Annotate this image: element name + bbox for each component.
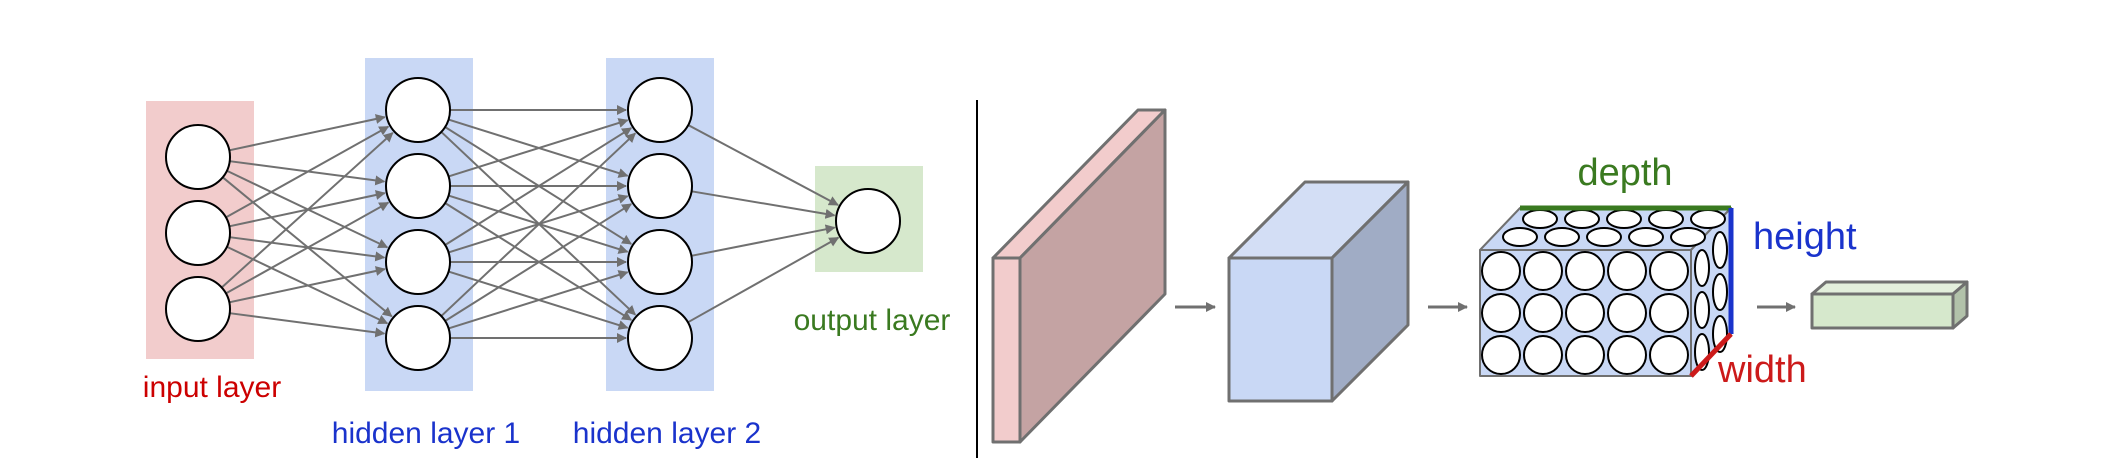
connection-edge	[225, 201, 390, 295]
connection-edge	[687, 236, 840, 324]
output-volume	[1810, 280, 1969, 330]
volume-neuron	[1712, 273, 1728, 311]
hidden-volume	[1227, 180, 1410, 403]
output-volume-top	[1810, 280, 1969, 296]
hidden-1-neuron	[385, 229, 451, 295]
connection-edge	[448, 270, 629, 330]
output-neuron	[835, 188, 901, 254]
volume-neuron	[1607, 251, 1647, 291]
hidden-volume-front	[1227, 256, 1334, 403]
hidden-1-neuron	[385, 305, 451, 371]
volume-neuron	[1628, 227, 1664, 247]
fully-connected-network: input layer hidden layer 1 hidden layer …	[143, 58, 951, 450]
hidden-2-neuron	[627, 229, 693, 295]
volume-neuron	[1522, 209, 1558, 229]
hidden-1-neuron	[385, 77, 451, 143]
connection-edge	[444, 127, 633, 246]
output-volume-front	[1810, 292, 1955, 330]
input-layer-label: input layer	[143, 371, 281, 404]
volume-neuron	[1690, 209, 1726, 229]
hidden-2-neuron	[627, 153, 693, 219]
width-edge	[1689, 332, 1733, 378]
input-volume-front	[991, 256, 1022, 444]
hidden-1-neuron	[385, 153, 451, 219]
connection-edge	[440, 132, 636, 317]
connection-edge	[229, 266, 386, 304]
volume-neuron	[1649, 335, 1689, 375]
volume-neuron	[1481, 293, 1521, 333]
neurons	[165, 77, 901, 371]
volume-neuron	[1649, 293, 1689, 333]
connection-edge	[691, 224, 836, 257]
connection-edge	[229, 114, 386, 152]
depth-label: depth	[1577, 152, 1672, 194]
volume-neuron	[1648, 209, 1684, 229]
connection-edge	[444, 203, 633, 322]
volume-neuron	[1670, 227, 1706, 247]
output-layer-label: output layer	[794, 304, 951, 337]
volume-neuron	[1481, 335, 1521, 375]
height-label: height	[1753, 216, 1857, 258]
volume-neuron	[1523, 293, 1563, 333]
volume-neuron	[1649, 251, 1689, 291]
connection-edge	[687, 124, 839, 206]
volume-neuron	[1544, 227, 1580, 247]
connection-edge	[691, 190, 836, 219]
volume-neuron	[1564, 209, 1600, 229]
volume-neuron	[1694, 249, 1710, 287]
volume-neurons	[1481, 209, 1728, 375]
input-neuron	[165, 200, 231, 266]
volume-neuron	[1606, 209, 1642, 229]
volume-neuron	[1565, 293, 1605, 333]
volume-neuron	[1586, 227, 1622, 247]
width-label: width	[1717, 349, 1807, 391]
neuron-volume: depth height width	[1479, 152, 1857, 391]
volume-neuron	[1565, 251, 1605, 291]
input-volume	[991, 108, 1167, 444]
connections	[221, 105, 840, 343]
volume-neuron	[1607, 335, 1647, 375]
hidden-layer-1-label: hidden layer 1	[332, 417, 520, 450]
volume-neuron	[1607, 293, 1647, 333]
input-neuron	[165, 276, 231, 342]
connection-edge	[225, 125, 390, 219]
connection-edge	[221, 132, 394, 289]
volume-neuron	[1523, 251, 1563, 291]
convnet-volumes: depth height width	[991, 108, 1969, 444]
hidden-2-neuron	[627, 77, 693, 143]
volume-neuron	[1502, 227, 1538, 247]
volume-neuron	[1712, 231, 1728, 269]
hidden-2-neuron	[627, 305, 693, 371]
volume-neuron	[1694, 291, 1710, 329]
volume-neuron	[1523, 335, 1563, 375]
volume-neuron	[1481, 251, 1521, 291]
input-neuron	[165, 124, 231, 190]
volume-neuron	[1565, 335, 1605, 375]
connection-edge	[229, 312, 386, 338]
hidden-layer-2-label: hidden layer 2	[573, 417, 761, 450]
connection-edge	[448, 118, 629, 178]
